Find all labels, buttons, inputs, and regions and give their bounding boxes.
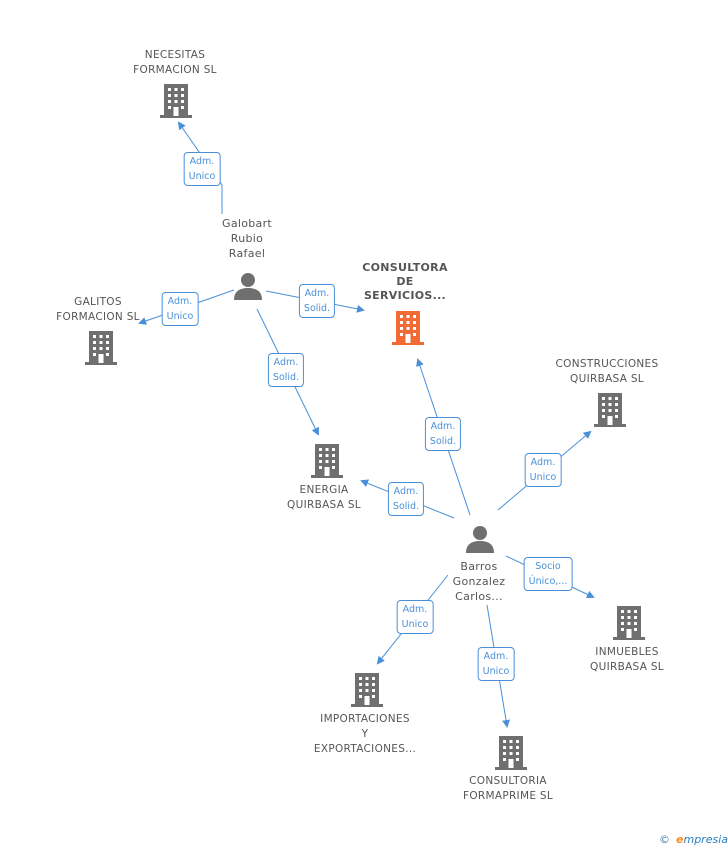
edge-label-galobart-necesitas[interactable]: Adm. Unico bbox=[183, 152, 221, 186]
node-label-galobart[interactable]: Galobart Rubio Rafael bbox=[221, 217, 273, 260]
building-icon[interactable] bbox=[594, 393, 626, 427]
edge-label-barros-consultora[interactable]: Adm. Solid. bbox=[424, 417, 462, 451]
edge-label-barros-construcciones[interactable]: Adm. Unico bbox=[524, 453, 562, 487]
building-icon[interactable] bbox=[351, 673, 383, 707]
edge-label-barros-energia[interactable]: Adm. Solid. bbox=[387, 482, 425, 516]
edge-label-barros-formaprime[interactable]: Adm. Unico bbox=[477, 647, 515, 681]
node-label-necesitas[interactable]: NECESITAS FORMACION SL bbox=[133, 49, 217, 76]
node-label-importaciones[interactable]: IMPORTACIONES Y EXPORTACIONES... bbox=[313, 713, 417, 755]
brand-name: mpresia bbox=[683, 833, 728, 846]
building-icon[interactable] bbox=[495, 736, 527, 770]
node-label-energia[interactable]: ENERGIA QUIRBASA SL bbox=[287, 484, 361, 511]
edge-label-galobart-energia[interactable]: Adm. Solid. bbox=[267, 353, 305, 387]
building-icon[interactable] bbox=[85, 331, 117, 365]
edge-label-galobart-consultora[interactable]: Adm. Solid. bbox=[298, 284, 336, 318]
node-label-formaprime[interactable]: CONSULTORIA FORMAPRIME SL bbox=[462, 775, 554, 802]
building-icon[interactable] bbox=[311, 444, 343, 478]
brand-logo-e: e bbox=[676, 833, 684, 846]
node-label-inmuebles[interactable]: INMUEBLES QUIRBASA SL bbox=[590, 646, 664, 673]
building-icon[interactable] bbox=[160, 84, 192, 118]
node-label-barros[interactable]: Barros Gonzalez Carlos... bbox=[452, 560, 506, 603]
node-label-galitos[interactable]: GALITOS FORMACION SL bbox=[56, 296, 140, 323]
person-icon[interactable] bbox=[465, 524, 495, 554]
edge-galobart-necesitas bbox=[177, 121, 223, 214]
node-label-consultora[interactable]: CONSULTORA DE SERVICIOS... bbox=[362, 261, 448, 302]
node-label-construcciones[interactable]: CONSTRUCCIONES QUIRBASA SL bbox=[555, 358, 659, 385]
edge-label-galobart-galitos[interactable]: Adm. Unico bbox=[161, 292, 199, 326]
building-icon-focus[interactable] bbox=[392, 311, 424, 345]
footer-brand: © empresia bbox=[659, 833, 728, 846]
edge-label-barros-inmuebles[interactable]: Socio Único,... bbox=[523, 557, 573, 591]
person-icon[interactable] bbox=[233, 271, 263, 301]
building-icon[interactable] bbox=[613, 606, 645, 640]
edge-label-barros-importaciones[interactable]: Adm. Unico bbox=[396, 600, 434, 634]
copyright-icon: © bbox=[659, 833, 671, 846]
